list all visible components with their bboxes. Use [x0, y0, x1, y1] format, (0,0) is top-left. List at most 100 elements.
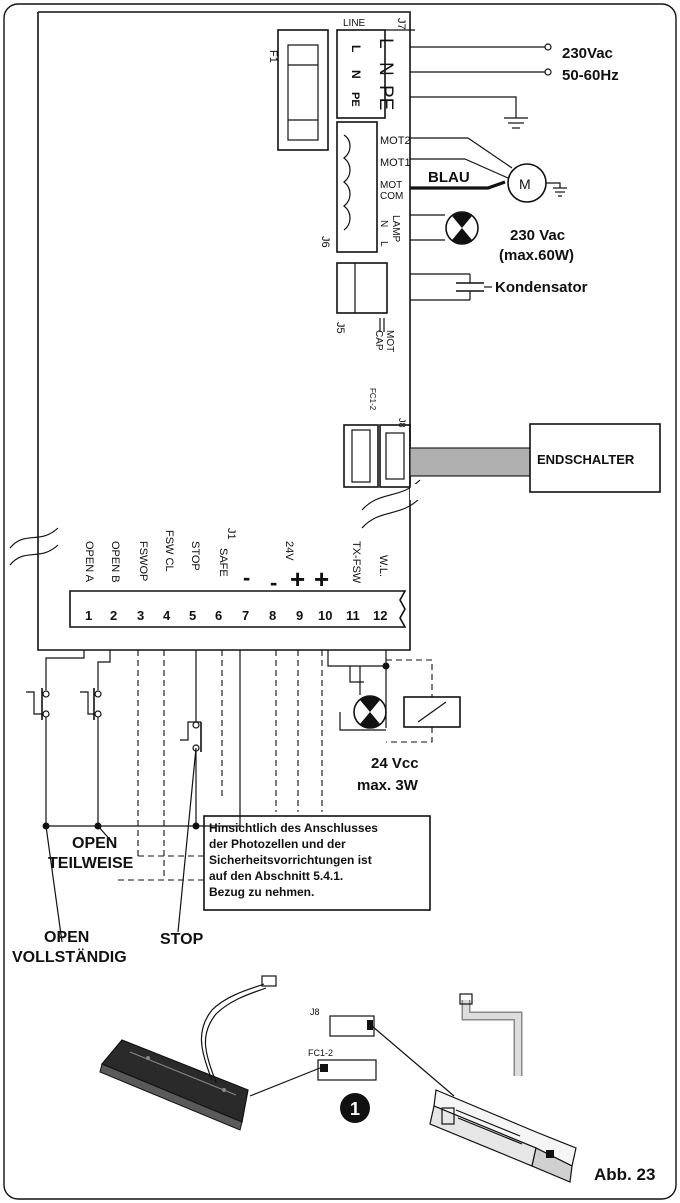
terminal-block-id: J1: [225, 528, 237, 540]
capacitor-connector: [336, 262, 388, 314]
term-label-12: W.L.: [377, 555, 389, 577]
stop-label: STOP: [160, 931, 204, 948]
term-num-6: 6: [215, 608, 222, 623]
term-label-5: STOP: [189, 541, 201, 571]
board-break-left: [9, 527, 59, 566]
label-mot: MOT: [380, 180, 402, 191]
motor-connector: [336, 121, 378, 253]
board-section-illustration: [99, 975, 277, 1131]
fuse-label: F1: [267, 50, 279, 63]
line-connector-name: LINE: [343, 18, 366, 29]
label-com: COM: [380, 191, 403, 202]
note-line-1: Hinsichtlich des Anschlusses: [209, 821, 378, 835]
voltage-label: 24V: [283, 541, 295, 561]
label-n: N: [378, 220, 389, 227]
terminal-n: N: [375, 62, 396, 76]
wire-color-label: BLAU: [428, 169, 470, 186]
term-num-12: 12: [373, 608, 387, 623]
term-label-11: TX-FSW: [350, 541, 362, 584]
limit-switch-illustration: [429, 993, 577, 1183]
fuse-body: [287, 44, 319, 141]
term-num-1: 1: [85, 608, 92, 623]
term-num-5: 5: [189, 608, 196, 623]
limit-switch-box: [529, 423, 661, 493]
lamp-voltage: 230 Vac: [510, 227, 565, 244]
term-label-8: -: [270, 570, 277, 595]
term-label-9: +: [290, 564, 305, 594]
detail-j8-connector: [329, 1015, 375, 1037]
open-full-line-1: OPEN: [44, 929, 89, 946]
note-line-4: auf den Abschnitt 5.4.1.: [209, 869, 343, 883]
detail-marker-text: 1: [350, 1099, 360, 1119]
detail-fc-connector: [317, 1059, 377, 1081]
lamp-icon: [445, 211, 479, 245]
supply-voltage: 230Vac: [562, 45, 613, 62]
term-label-2: OPEN B: [109, 541, 121, 583]
figure-label: Abb. 23: [594, 1165, 655, 1184]
label-l: L: [378, 241, 389, 247]
line-pin-n: N: [349, 70, 363, 79]
limit-switch-label: ENDSCHALTER: [537, 452, 635, 467]
terminal-l: L: [375, 38, 396, 49]
limit-connector-a: [343, 424, 379, 488]
supply-frequency: 50-60Hz: [562, 67, 619, 84]
term-num-7: 7: [242, 608, 249, 623]
detail-j8-label: J8: [310, 1007, 320, 1017]
note-line-5: Bezug zu nehmen.: [209, 885, 314, 899]
page-frame: [3, 3, 677, 1200]
note-line-3: Sicherheitsvorrichtungen ist: [209, 853, 372, 867]
term-num-2: 2: [110, 608, 117, 623]
open-a-button-icon: [26, 688, 50, 720]
term-label-6: SAFE: [217, 548, 229, 577]
motor-symbol: M: [519, 176, 531, 192]
terminal-block: [69, 590, 407, 628]
open-partial-line-2: TEILWEISE: [48, 855, 134, 872]
stop-button-icon: [180, 721, 202, 752]
limit-connector-sub: FC1-2: [368, 388, 377, 411]
terminal-pe: PE: [375, 85, 396, 110]
label-lamp: LAMP: [390, 215, 401, 243]
relay-icon: [403, 696, 461, 728]
line-pin-pe: PE: [349, 92, 361, 107]
term-num-10: 10: [318, 608, 332, 623]
lamp-power: (max.60W): [499, 247, 574, 264]
limit-connector-id: J8: [397, 418, 407, 428]
supply-terminal-1: [544, 43, 552, 51]
open-b-button-icon: [80, 688, 102, 720]
term-label-4: FSW CL: [163, 530, 175, 572]
cap-label-cap: CAP: [373, 330, 384, 351]
term-label-3: FSWOP: [137, 541, 149, 581]
supply-terminal-2: [544, 68, 552, 76]
note-box: [203, 815, 431, 911]
term-num-9: 9: [296, 608, 303, 623]
label-mot1: MOT1: [380, 157, 411, 169]
term-label-7: -: [243, 565, 250, 590]
term-num-8: 8: [269, 608, 276, 623]
term-num-3: 3: [137, 608, 144, 623]
term-label-1: OPEN A: [83, 541, 95, 583]
line-connector: [336, 29, 386, 119]
capacitor-connector-id: J5: [334, 322, 346, 334]
ground-icon: [504, 117, 528, 129]
motor-connector-id: J6: [319, 236, 331, 248]
limit-cable: [409, 447, 531, 477]
term-num-4: 4: [163, 608, 171, 623]
fuse-holder: [277, 29, 329, 151]
open-partial-line-1: OPEN: [72, 835, 117, 852]
detail-fc-label: FC1-2: [308, 1048, 333, 1058]
break-gap: [410, 484, 420, 500]
term-label-10: +: [314, 564, 329, 594]
cap-label-mot: MOT: [384, 330, 395, 352]
label-mot2: MOT2: [380, 135, 411, 147]
term-num-11: 11: [346, 608, 360, 623]
limit-connector-b: [379, 424, 411, 488]
warning-lamp-icon: [353, 695, 387, 729]
line-connector-id: J7: [395, 18, 407, 30]
low-voltage-power: max. 3W: [357, 777, 419, 794]
capacitor-label: Kondensator: [495, 279, 588, 296]
open-full-line-2: VOLLSTÄNDIG: [12, 948, 127, 966]
note-line-2: der Photozellen und der: [209, 837, 346, 851]
detail-marker: [340, 1093, 370, 1123]
